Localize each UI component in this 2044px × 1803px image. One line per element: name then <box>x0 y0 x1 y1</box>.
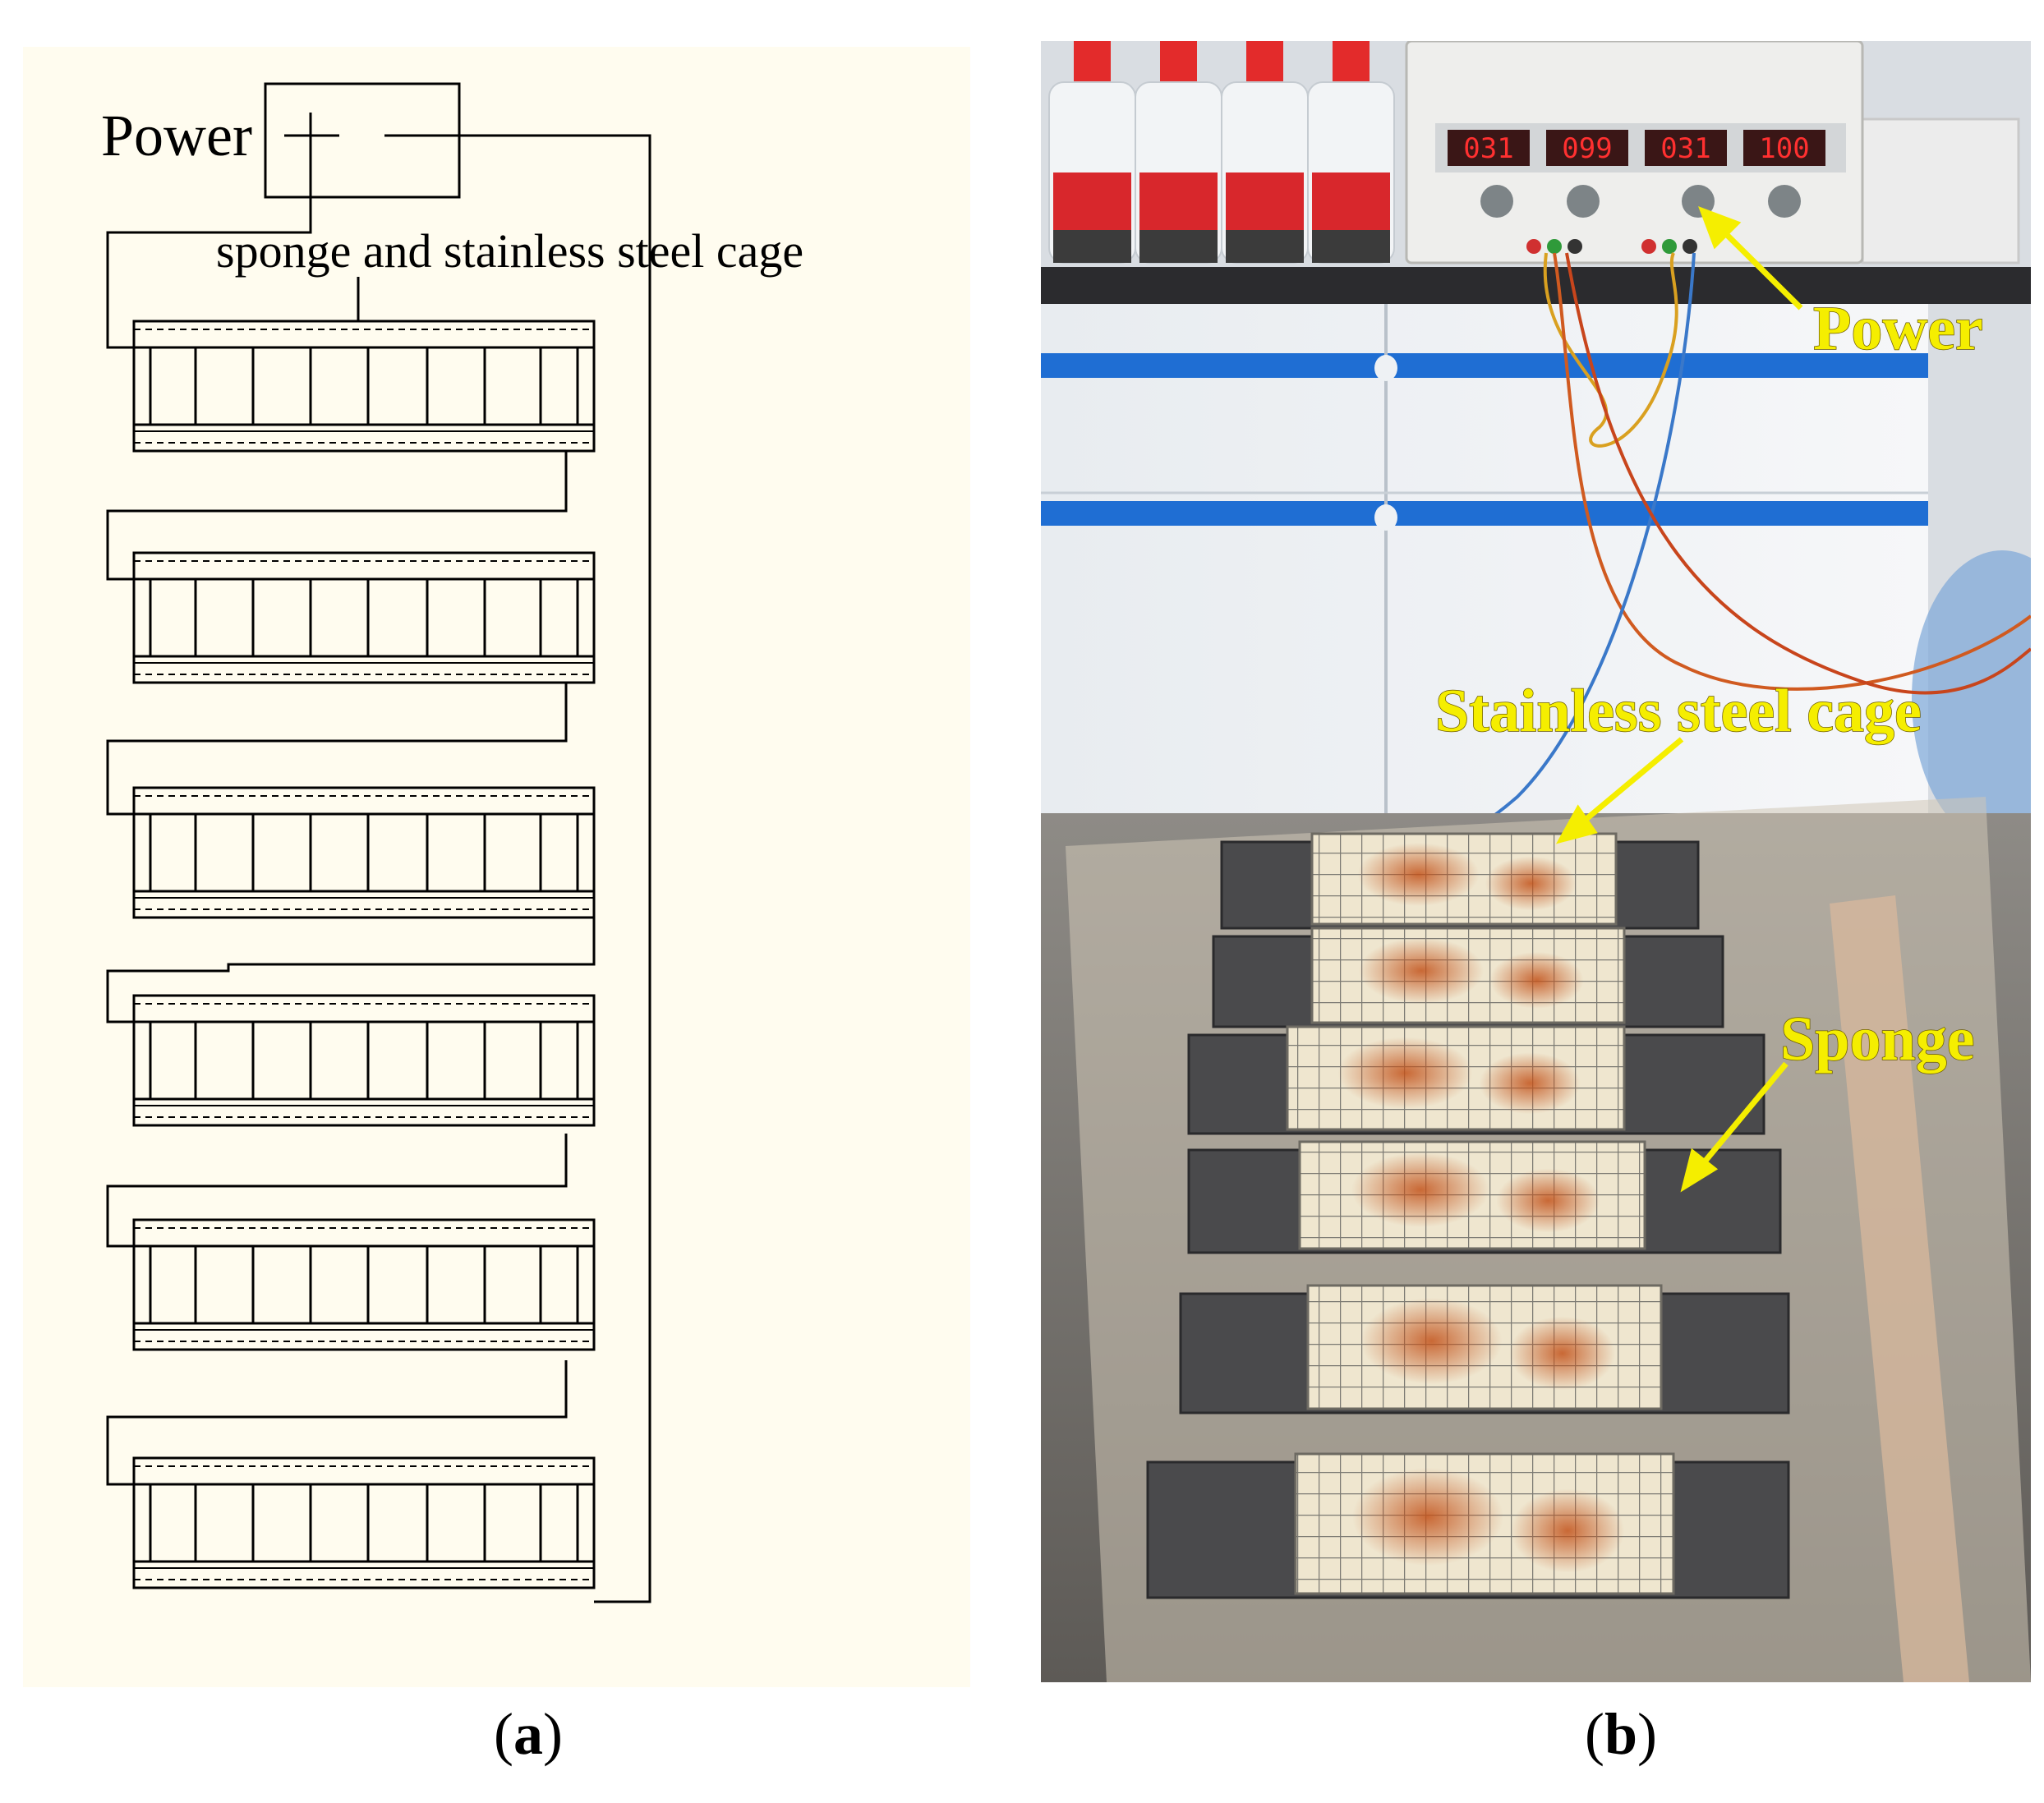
lab-cabinets <box>1041 304 2031 846</box>
water-jug <box>1912 550 2031 846</box>
bench-top <box>1041 267 2031 304</box>
schematic-svg: Power sponge and stainless steel cage <box>101 82 803 1603</box>
schematic-panel: Power sponge and stainless steel cage <box>23 47 970 1687</box>
cage-3 <box>132 786 596 919</box>
positive-lead-wire <box>106 162 312 349</box>
caption-b-open: ( <box>1584 1701 1604 1767</box>
sand-bag <box>1830 895 1969 1682</box>
power-label: Power <box>1813 294 1983 363</box>
photo-svg: 031 099 031 100 <box>1041 41 2031 1682</box>
series-wire-4 <box>106 1134 568 1248</box>
bottle-2 <box>1135 41 1222 264</box>
bottle-4 <box>1307 41 1395 264</box>
bottle-3 <box>1221 41 1309 264</box>
specimens <box>1146 832 1790 1599</box>
caption-b-letter: b <box>1604 1701 1638 1767</box>
negative-lead-wire <box>440 134 651 1603</box>
caption-a-letter: a <box>513 1701 543 1767</box>
readout-4: 100 <box>1759 132 1809 165</box>
series-wire-2 <box>106 683 568 816</box>
cage-2 <box>132 551 596 684</box>
specimen-2 <box>1212 927 1724 1028</box>
readout-3-screen <box>1645 130 1727 166</box>
brick <box>1861 117 2020 264</box>
cage-4 <box>132 994 596 1127</box>
specimen-4 <box>1187 1140 1782 1254</box>
sponge-label: Sponge <box>1780 1005 1975 1074</box>
bottle-1 <box>1048 41 1136 264</box>
caption-a: (a) <box>405 1700 651 1769</box>
bottles <box>1048 41 1395 264</box>
cage-6 <box>132 1456 596 1589</box>
readout-2: 099 <box>1562 132 1612 165</box>
caption-b-close: ) <box>1637 1701 1657 1767</box>
series-wire-3 <box>106 918 596 1023</box>
caption-a-close: ) <box>543 1701 563 1767</box>
power-label: Power <box>101 103 252 168</box>
cage-1 <box>132 320 596 453</box>
cage-label: sponge and stainless steel cage <box>216 224 803 278</box>
specimen-1 <box>1220 832 1700 930</box>
cage-5 <box>132 1218 596 1351</box>
power-supply-box <box>264 82 461 199</box>
readout-2-screen <box>1546 130 1628 166</box>
caption-a-open: ( <box>494 1701 513 1767</box>
readout-1: 031 <box>1463 132 1513 165</box>
photo-panel: 031 099 031 100 <box>1041 41 2031 1682</box>
power-supply: 031 099 031 100 <box>1405 41 1864 264</box>
specimen-6 <box>1146 1452 1790 1599</box>
readout-3: 031 <box>1660 132 1710 165</box>
specimen-5 <box>1179 1284 1790 1414</box>
specimen-3 <box>1187 1025 1765 1135</box>
series-wire-1 <box>106 451 568 581</box>
stainless-steel-cage-label: Stainless steel cage <box>1435 678 1922 745</box>
caption-b: (b) <box>1498 1700 1744 1769</box>
annotation-arrows <box>1555 206 1803 1193</box>
readout-4-screen <box>1743 130 1825 166</box>
readout-1-screen <box>1448 130 1530 166</box>
series-wire-5 <box>106 1360 568 1486</box>
